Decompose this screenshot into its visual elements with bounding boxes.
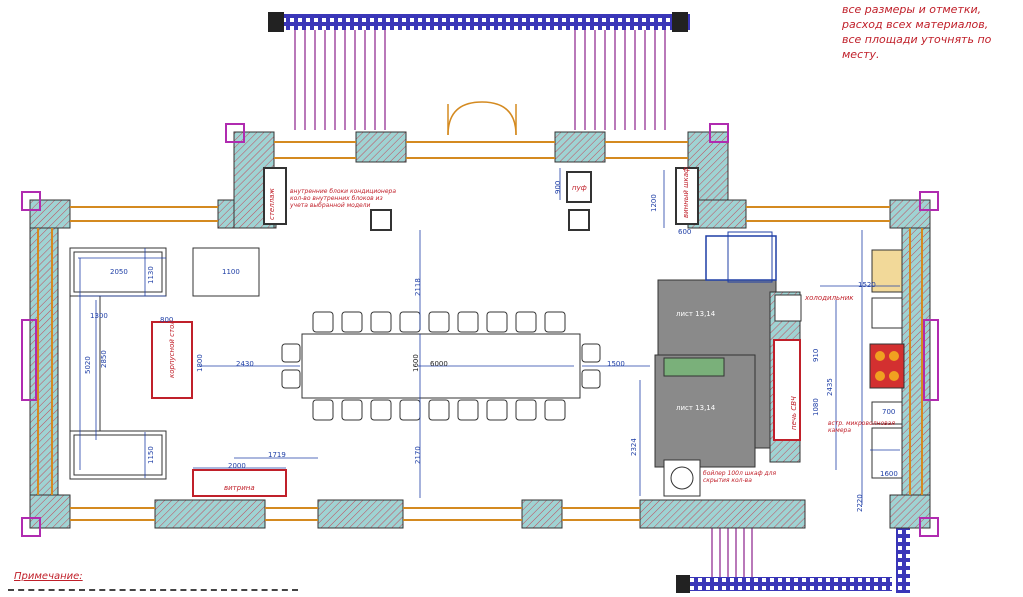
- dim-2050: 2050: [110, 268, 128, 276]
- shelf-label: пуф: [572, 184, 587, 192]
- inner-columns: [263, 167, 699, 231]
- dim-2000: 2000: [228, 462, 246, 470]
- dim-1080: 1080: [812, 398, 820, 416]
- terrace-top: [268, 12, 690, 130]
- appliances: [869, 249, 905, 479]
- dim-2170: 2170: [414, 446, 422, 464]
- dim-1100: 1100: [222, 268, 240, 276]
- dim-1520: 1520: [858, 281, 876, 289]
- dining-table: [281, 311, 601, 421]
- dim-5020: 5020: [84, 356, 92, 374]
- dim-2118: 2118: [414, 278, 422, 296]
- microwave-label: встр. микроволновая камера: [828, 420, 895, 434]
- tv-stand-label: корпусной стол: [168, 320, 176, 378]
- rack-label: стеллаж: [268, 188, 276, 220]
- columns: [21, 123, 939, 537]
- showcase-label: витрина: [224, 484, 255, 492]
- terrace-bottom: [676, 528, 910, 593]
- dim-700: 700: [882, 408, 896, 416]
- general-note: все размеры и отметки, расход всех матер…: [842, 3, 992, 61]
- dim-2850: 2850: [100, 350, 108, 368]
- dim-2435: 2435: [826, 378, 834, 396]
- dim-2220: 2220: [856, 494, 864, 512]
- dim-1130: 1130: [147, 266, 155, 284]
- dim-1300: 1300: [90, 312, 108, 320]
- kitchen: [663, 231, 802, 497]
- dim-910: 910: [812, 348, 820, 362]
- dim-2324: 2324: [630, 438, 638, 456]
- dim-1719: 1719: [268, 451, 286, 459]
- dim-1600b: 1600: [880, 470, 898, 478]
- wine-label: винный шкаф: [682, 166, 690, 218]
- windows: [37, 141, 923, 521]
- freezer-label: холодильник: [805, 294, 854, 302]
- dim-900: 900: [554, 180, 562, 194]
- showcase: [192, 469, 287, 497]
- dim-1150: 1150: [147, 446, 155, 464]
- sink-sheet-label-1: лист 13,14: [676, 310, 716, 318]
- dim-2430: 2430: [236, 360, 254, 368]
- conditioner-note: внутренние блоки кондиционера кол-во вну…: [290, 188, 397, 209]
- tv-stand: [151, 321, 193, 399]
- sink-sheet-label-2: лист 13,14: [676, 404, 716, 412]
- dim-1200: 1200: [650, 194, 658, 212]
- oven-label: печь СВЧ: [790, 396, 798, 430]
- dim-800: 800: [160, 316, 174, 324]
- footnote-text-line: [8, 589, 298, 595]
- footnote-title: Примечание:: [14, 571, 83, 582]
- dim-table-width: 1600: [412, 354, 420, 372]
- entrance-door: [447, 101, 517, 136]
- outer-walls: [29, 131, 931, 529]
- dim-1500: 1500: [607, 360, 625, 368]
- boiler-label: бойлер 100л шкаф для скрытия кол-ва: [703, 470, 777, 484]
- dim-table-length: 6000: [430, 360, 448, 368]
- dim-600: 600: [678, 228, 692, 236]
- dimension-lines: [78, 168, 900, 505]
- dim-1800: 1800: [196, 354, 204, 372]
